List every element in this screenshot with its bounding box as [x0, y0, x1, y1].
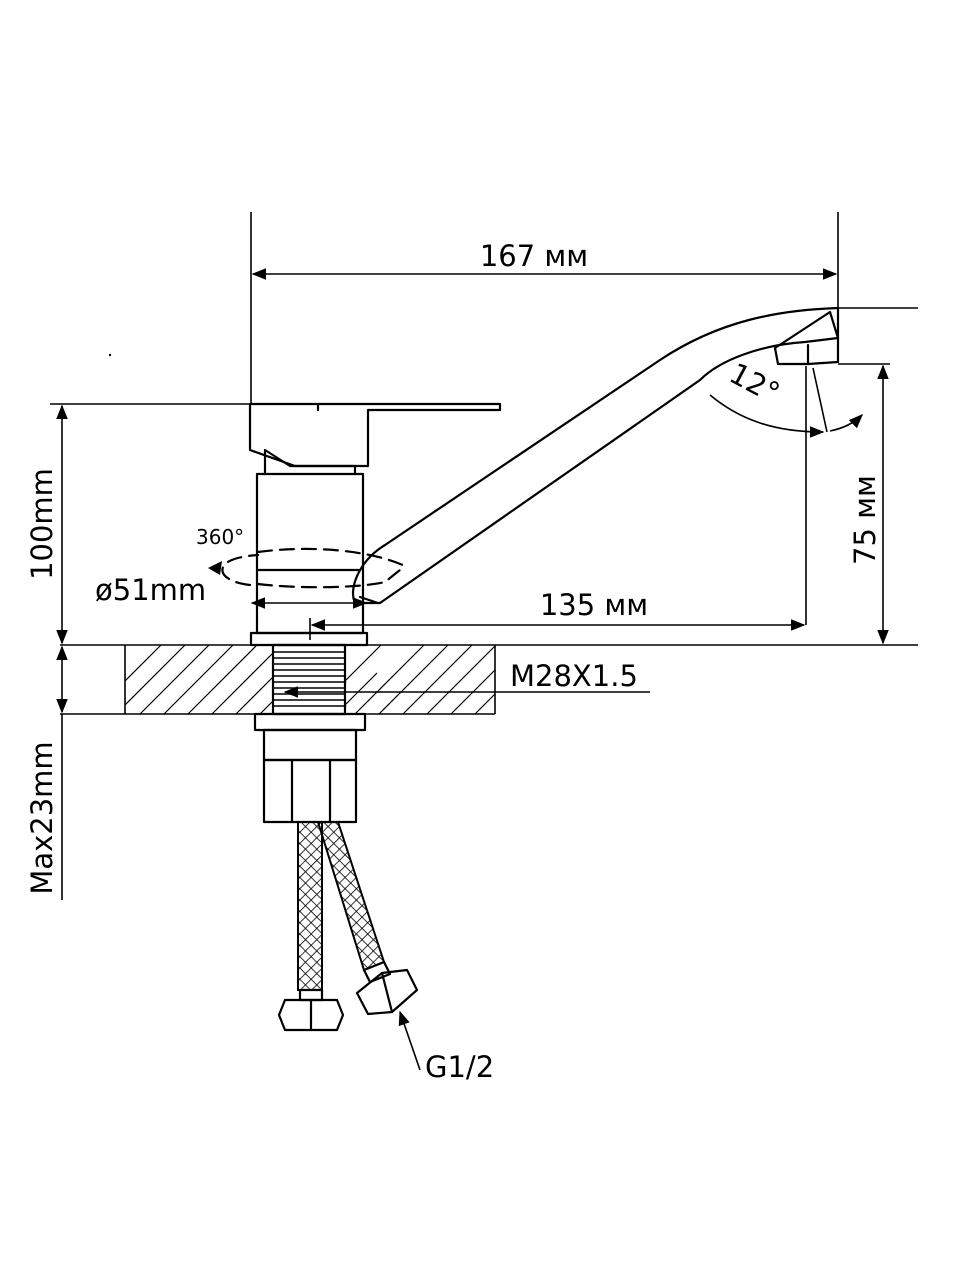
supply-hoses: [277, 821, 419, 1032]
faucet-body: [248, 402, 502, 647]
label-rotation: 360°: [196, 525, 244, 549]
fixing-nut: [253, 712, 367, 824]
label-spout-height: 75 мм: [848, 475, 882, 565]
label-hose-thread: G1/2: [425, 1050, 494, 1084]
dimension-labels: 167 мм 100mm 75 мм 135 мм 360° ø51mm M28…: [25, 239, 882, 1084]
threaded-stud: [271, 643, 347, 716]
spout: [351, 306, 840, 605]
label-height-body: 100mm: [25, 468, 59, 580]
label-thread: M28X1.5: [510, 659, 638, 693]
countertop-hatching: [124, 644, 496, 715]
label-base-diameter: ø51mm: [95, 573, 206, 607]
label-spout-reach: 135 мм: [540, 588, 648, 622]
label-aerator-angle: 12°: [724, 356, 785, 410]
label-max-thickness: Max23mm: [25, 741, 59, 894]
rotation-indicator: [208, 547, 407, 589]
dimension-lines: [50, 212, 918, 1071]
stray-dot: [108, 353, 112, 357]
countertop: [60, 644, 918, 715]
label-width-total: 167 мм: [480, 239, 588, 273]
